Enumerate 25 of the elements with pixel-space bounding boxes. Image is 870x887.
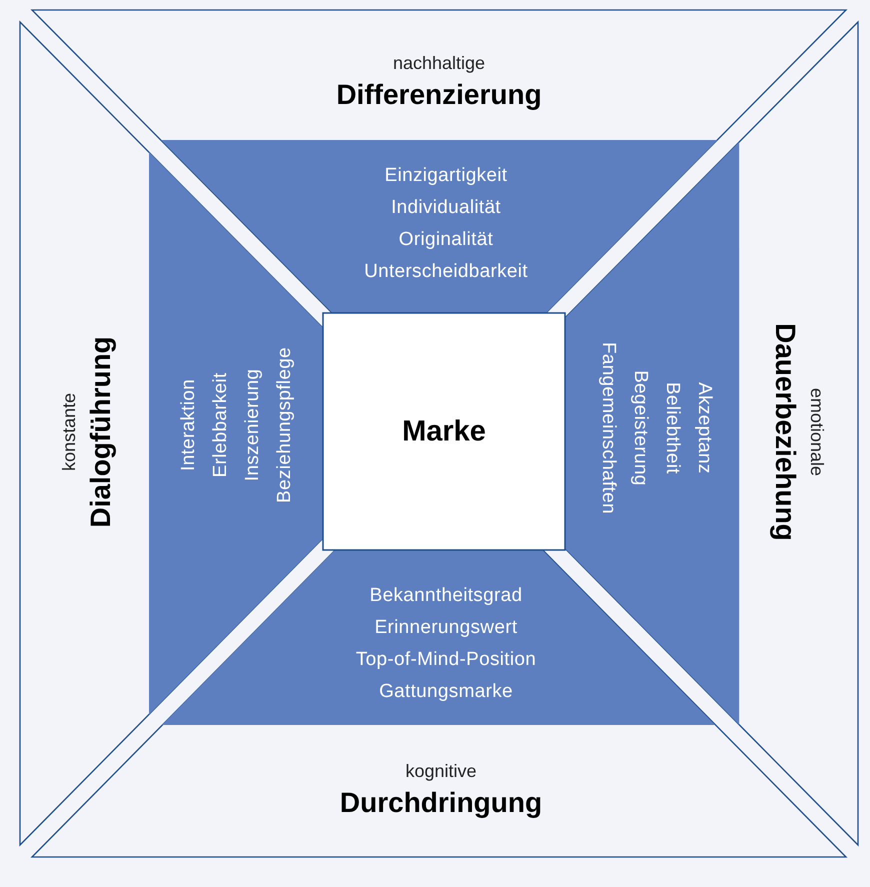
adjective-label: nachhaltige <box>392 52 486 75</box>
attribute-text: Akzeptanz <box>693 382 716 474</box>
dimension-heading: Differenzierung <box>336 78 542 112</box>
center-label: Marke <box>402 414 486 450</box>
attribute-text: Originalität <box>398 228 494 252</box>
attribute-text: Inszenierung <box>240 368 264 482</box>
attribute-text: Individualität <box>391 196 501 220</box>
attribute-text: Gattungsmarke <box>379 680 513 704</box>
adjective-label: kognitive <box>405 760 477 783</box>
attribute-text: Top-of-Mind-Position <box>356 648 536 672</box>
attribute-text: Erinnerungswert <box>374 616 518 640</box>
attribute-text: Beliebtheit <box>661 382 684 474</box>
dimension-heading: Dialogführung <box>84 336 117 528</box>
attribute-text: Unterscheidbarkeit <box>364 260 528 284</box>
attribute-text: Interaktion <box>176 378 200 472</box>
attribute-text: Fangemeinschaften <box>597 342 620 514</box>
dimension-heading: Durchdringung <box>340 786 542 820</box>
attribute-text: Begeisterung <box>629 370 652 486</box>
adjective-label: emotionale <box>806 388 828 476</box>
attribute-text: Erlebbarkeit <box>208 372 232 478</box>
attribute-text: Bekanntheitsgrad <box>370 584 522 608</box>
attribute-text: Einzigartigkeit <box>384 164 508 188</box>
adjective-label: konstante <box>58 392 80 472</box>
attribute-text: Beziehungspflege <box>272 347 296 503</box>
dimension-heading: Dauerbeziehung <box>769 323 802 541</box>
